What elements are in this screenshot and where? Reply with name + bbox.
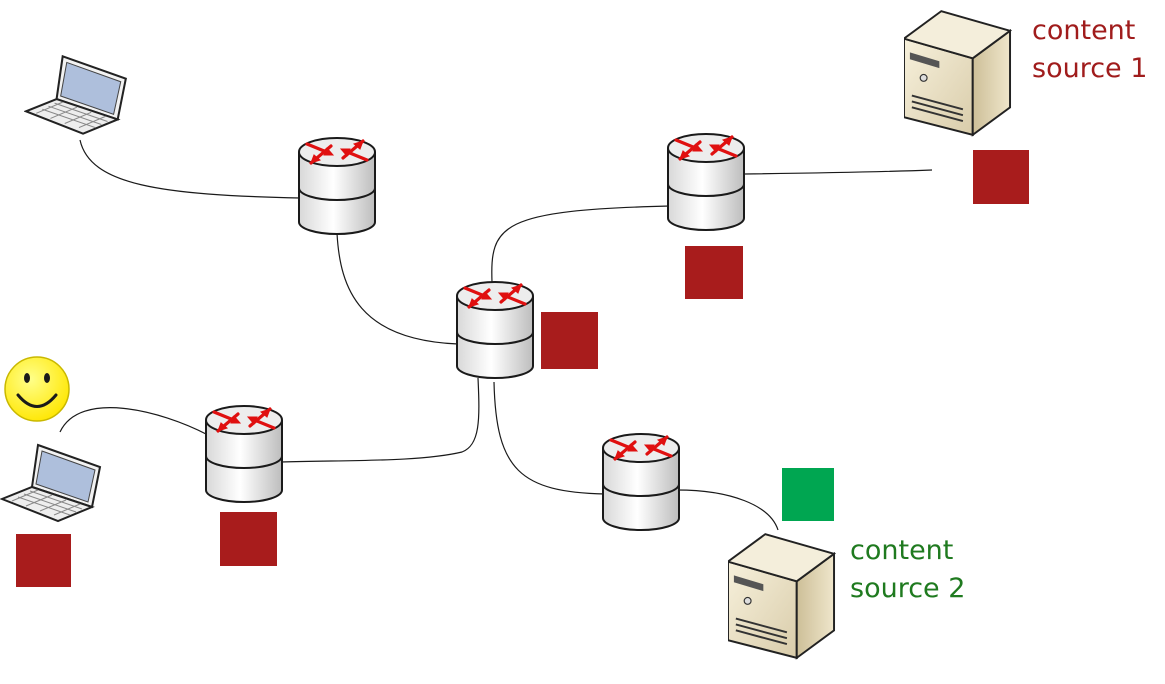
laptop-icon xyxy=(0,443,102,523)
content-block-laptop2 xyxy=(16,534,71,587)
source2-line1: content xyxy=(850,535,954,566)
router-icon xyxy=(204,404,284,504)
content-source-2-label: content source 2 xyxy=(850,532,965,608)
link-routerA-routerC xyxy=(336,232,459,345)
link-routerC-routerB xyxy=(491,205,671,283)
link-routerC-routerE xyxy=(493,381,606,495)
router-icon xyxy=(297,136,377,236)
source2-line2: source 2 xyxy=(850,573,966,604)
source1-line1: content xyxy=(1032,15,1136,46)
router-icon xyxy=(455,280,535,380)
content-block-router-b xyxy=(685,246,743,299)
link-laptop2-routerD xyxy=(59,407,209,436)
source1-line2: source 1 xyxy=(1032,53,1148,84)
server-icon xyxy=(904,10,1012,136)
link-routerE-source2 xyxy=(676,489,779,531)
server-icon xyxy=(728,533,836,659)
content-block-router-d xyxy=(220,512,277,566)
link-routerD-routerC xyxy=(280,377,480,463)
laptop-icon xyxy=(24,54,128,136)
router-icon xyxy=(601,432,681,532)
link-laptop1-routerA xyxy=(79,139,301,199)
content-block-source1 xyxy=(973,150,1029,204)
link-routerB-source1 xyxy=(744,169,933,175)
content-block-source2 xyxy=(782,468,834,521)
content-source-1-label: content source 1 xyxy=(1032,12,1147,88)
content-block-router-c xyxy=(541,312,598,369)
router-icon xyxy=(666,132,746,232)
smiley-icon xyxy=(4,356,70,422)
